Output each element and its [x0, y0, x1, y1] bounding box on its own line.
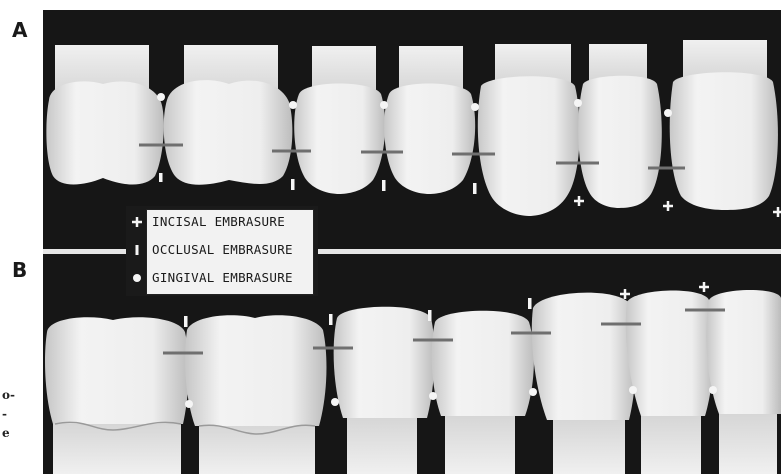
- tooth-crown: [578, 76, 662, 208]
- incisal-embrasure-plus: [620, 289, 630, 299]
- gingival-embrasure-dot: [664, 109, 672, 117]
- tooth-crown: [294, 84, 385, 195]
- occlusal-embrasure-bar: [184, 316, 188, 327]
- panel-b-label: B: [12, 258, 27, 282]
- gingival-embrasure-dot: [629, 386, 637, 394]
- gingival-embrasure-dot: [471, 103, 479, 111]
- legend-label-incisal: INCISAL EMBRASURE: [152, 214, 285, 229]
- caption-line: -: [2, 405, 15, 424]
- incisal-embrasure-plus: [773, 207, 781, 217]
- gingival-embrasure-dot: [331, 398, 339, 406]
- gingival-embrasure-dot: [380, 101, 388, 109]
- panel-a-teeth: [43, 10, 781, 238]
- tooth-crown: [478, 76, 580, 216]
- gingival-embrasure-dot: [529, 388, 537, 396]
- tooth-root: [347, 418, 417, 474]
- tooth-crown: [670, 72, 778, 210]
- tooth-crown: [384, 84, 475, 195]
- tooth-root: [53, 424, 181, 474]
- gingival-embrasure-dot: [289, 101, 297, 109]
- occlusal-embrasure-bar: [329, 314, 333, 325]
- tooth-root: [719, 414, 777, 474]
- plus-icon: [130, 215, 144, 229]
- caption-line: e: [2, 424, 15, 443]
- legend-label-gingival: GINGIVAL EMBRASURE: [152, 270, 293, 285]
- occlusal-embrasure-bar: [473, 183, 477, 194]
- occlusal-embrasure-bar: [528, 298, 532, 309]
- gingival-embrasure-dot: [709, 386, 717, 394]
- legend-row-incisal: INCISAL EMBRASURE: [126, 209, 316, 235]
- gingival-embrasure-dot: [157, 93, 165, 101]
- panel-a-plate: [43, 10, 781, 238]
- incisal-embrasure-plus: [699, 282, 709, 292]
- tooth-root: [641, 416, 701, 474]
- dot-icon: [130, 271, 144, 285]
- legend-label-occlusal: OCCLUSAL EMBRASURE: [152, 242, 293, 257]
- legend-row-gingival: GINGIVAL EMBRASURE: [126, 265, 316, 291]
- gingival-embrasure-dot: [185, 400, 193, 408]
- panel-a-label: A: [12, 18, 27, 42]
- tooth-root: [199, 424, 315, 474]
- occlusal-embrasure-bar: [291, 179, 295, 190]
- occlusal-embrasure-bar: [428, 310, 432, 321]
- tooth-crown: [46, 81, 164, 184]
- caption-line: o-: [2, 386, 15, 405]
- tooth-crown: [334, 307, 435, 418]
- occlusal-embrasure-bar: [382, 180, 386, 191]
- incisal-embrasure-plus: [574, 196, 584, 206]
- tooth-crown: [45, 317, 189, 424]
- tooth-crown: [532, 293, 636, 420]
- legend: INCISAL EMBRASURE OCCLUSAL EMBRASURE GIN…: [126, 206, 318, 296]
- panel-b-teeth: [43, 278, 781, 474]
- gingival-embrasure-dot: [574, 99, 582, 107]
- tooth-root: [445, 416, 515, 474]
- tooth-crown: [164, 80, 293, 185]
- caption-fragment: o- - e: [2, 386, 15, 443]
- tooth-crown: [185, 315, 326, 426]
- panel-b-plate: [43, 278, 781, 474]
- bar-icon: [130, 243, 144, 257]
- tooth-root: [553, 420, 625, 474]
- gingival-embrasure-dot: [429, 392, 437, 400]
- incisal-embrasure-plus: [663, 201, 673, 211]
- legend-row-occlusal: OCCLUSAL EMBRASURE: [126, 237, 316, 263]
- occlusal-embrasure-bar: [159, 173, 163, 182]
- tooth-crown: [432, 311, 534, 416]
